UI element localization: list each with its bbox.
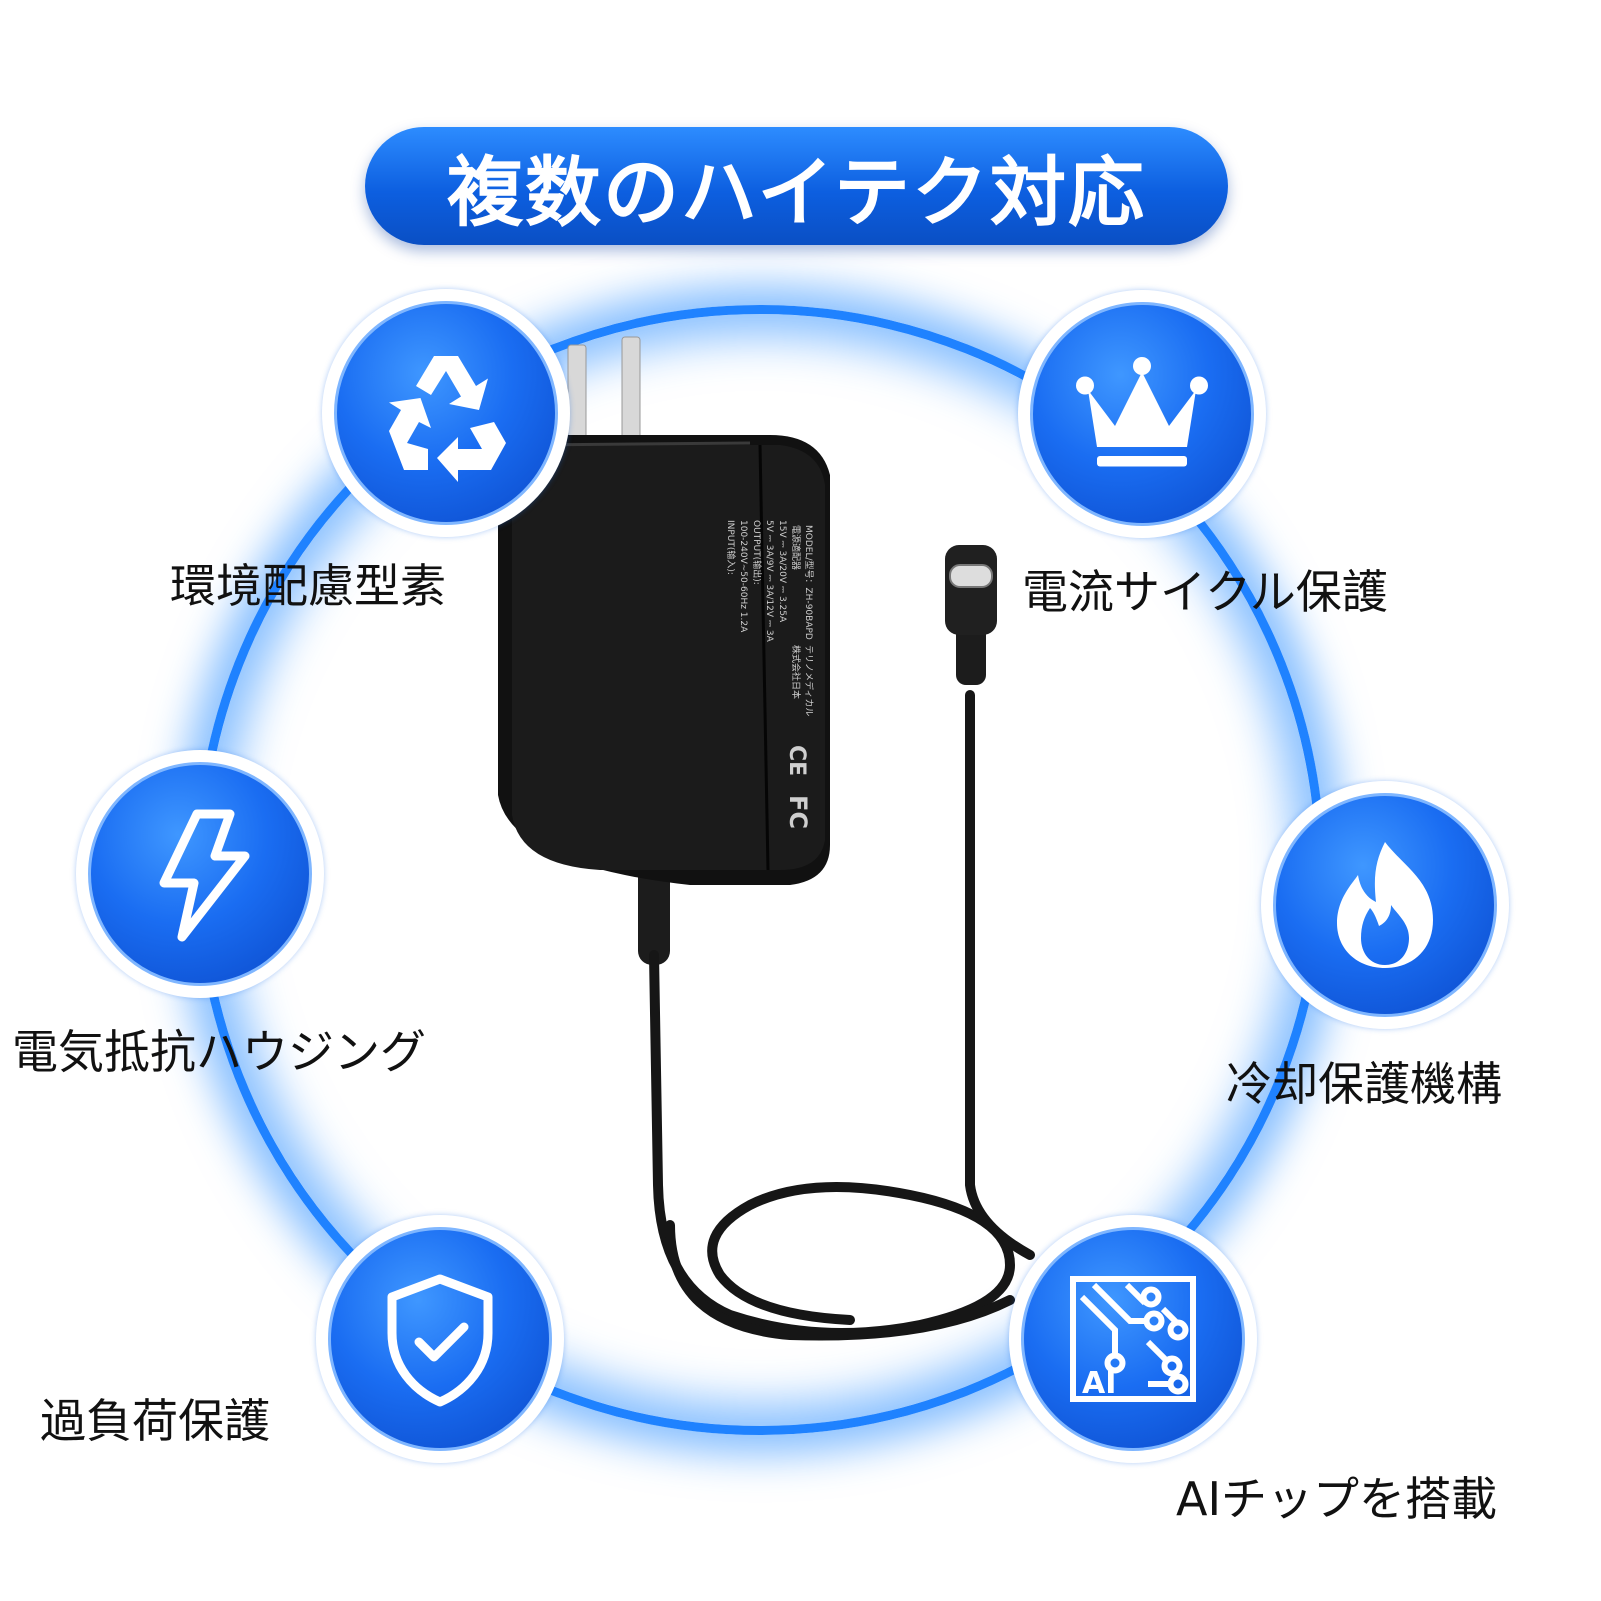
maker-line-1: 株式会社日本 [790, 645, 802, 699]
badge-resistance [76, 750, 324, 998]
charger-image: INPUT(输入): 100-240V~50-60Hz 1.2A OUTPUT(… [490, 325, 1050, 1405]
page-title: 複数のハイテク対応 [447, 148, 1146, 237]
badge-eco [322, 289, 570, 537]
shield-check-icon [387, 1274, 493, 1407]
maker-line-2: テリノメディカル [803, 645, 815, 716]
crown-icon [1076, 357, 1208, 467]
recycle-icon [389, 356, 506, 482]
badge-ai-chip: AI [1009, 1215, 1257, 1463]
label-eco: 環境配慮型素 [170, 559, 446, 613]
spec-line-2: 100-240V~50-60Hz 1.2A [738, 520, 748, 633]
flame-icon [1337, 842, 1433, 968]
svg-text:AI: AI [1082, 1366, 1116, 1401]
badge-overload [316, 1215, 564, 1463]
spec-line-5: 15V ⎓ 3A/20V ⎓ 3.25A [777, 520, 787, 623]
label-resistance: 電気抵抗ハウジング [12, 1025, 426, 1079]
label-cooling: 冷却保護機構 [1226, 1057, 1502, 1111]
model-line-1: 電源適配器 [790, 525, 802, 570]
spec-line-1: INPUT(输入): [725, 520, 737, 575]
label-current-cycle: 電流サイクル保護 [1022, 565, 1388, 619]
label-overload: 過負荷保護 [40, 1394, 270, 1448]
badge-current-cycle [1018, 290, 1266, 538]
ce-mark: CE [784, 745, 809, 776]
spec-line-4: 5V ⎓ 3A/9V ⎓ 3A/12V ⎓ 3A [764, 520, 774, 643]
title-banner: 複数のハイテク対応 [365, 127, 1228, 245]
label-ai-chip: AIチップを搭載 [1176, 1472, 1498, 1526]
charger-illustration: INPUT(输入): 100-240V~50-60Hz 1.2A OUTPUT(… [498, 336, 1035, 1341]
spec-line-3: OUTPUT(输出): [751, 520, 763, 585]
model-line-2: MODEL/型号：ZH-90BAPD [803, 525, 814, 640]
fc-mark: FC [784, 795, 812, 829]
badge-cooling [1261, 781, 1509, 1029]
lightning-icon [159, 809, 250, 942]
ai-chip-icon: AI [1070, 1276, 1196, 1402]
